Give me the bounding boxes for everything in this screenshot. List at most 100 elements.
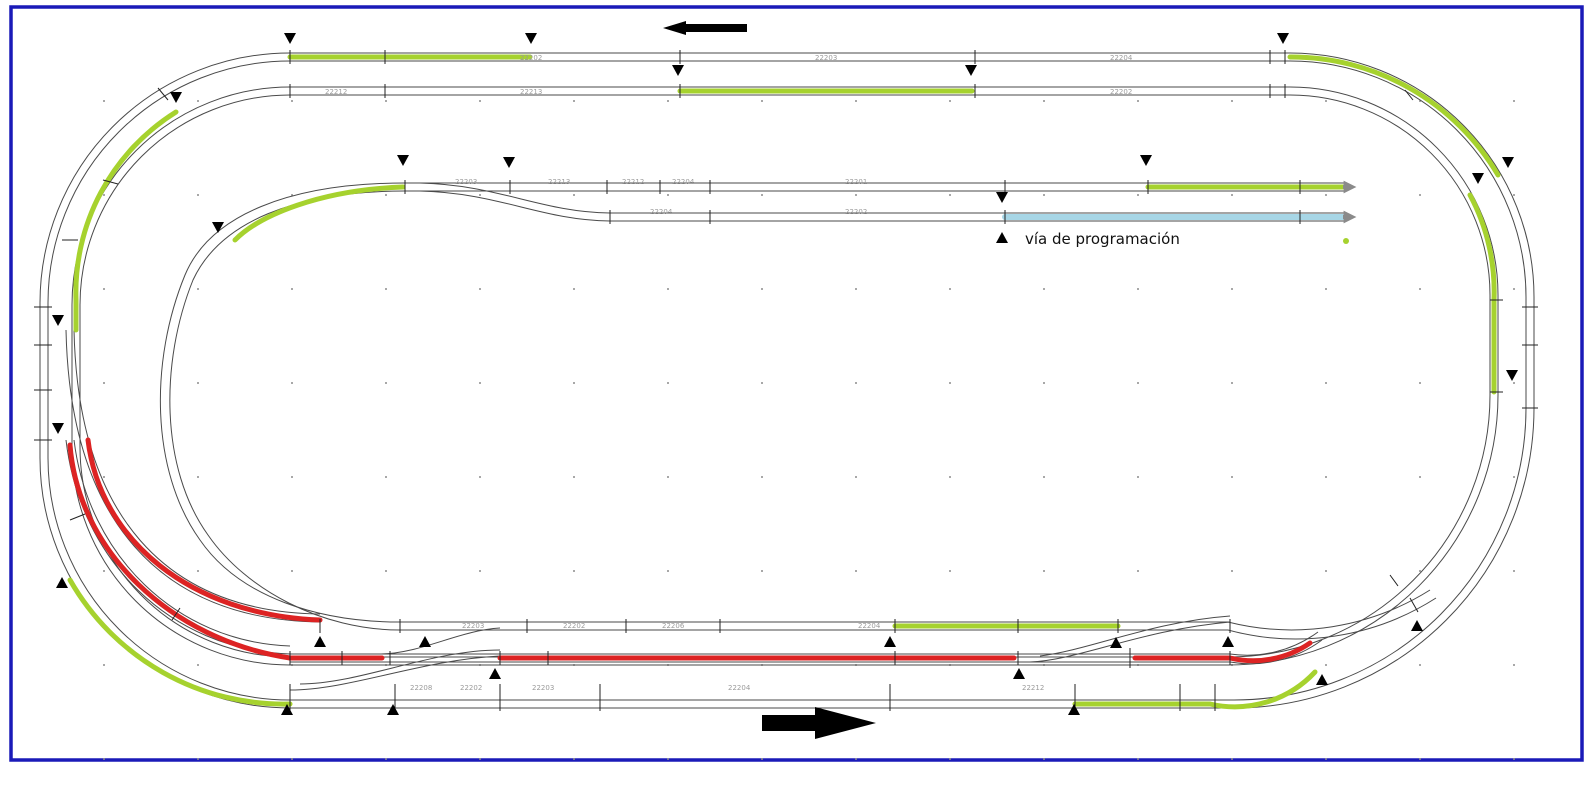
marker-down-triangle — [284, 33, 296, 44]
marker-up-triangle — [1068, 704, 1080, 715]
grid-dot — [1137, 194, 1139, 196]
grid-dot — [1325, 476, 1327, 478]
loop-3 — [1120, 589, 1431, 631]
grid-dot — [761, 758, 763, 760]
grid-dot — [949, 570, 951, 572]
grid-dot — [667, 570, 669, 572]
track-code-label: 22202 — [1110, 88, 1132, 96]
rail-joint — [1404, 89, 1414, 101]
grid-dot — [103, 664, 105, 666]
grid-dot — [385, 194, 387, 196]
outer-frame — [9, 5, 1584, 762]
track-code-label: 22203 — [815, 54, 837, 62]
grid-dot — [1325, 100, 1327, 102]
crossover-1 — [289, 655, 501, 691]
marker-down-triangle — [212, 222, 224, 233]
grid-dot — [1513, 194, 1515, 196]
grid-dot — [479, 382, 481, 384]
marker-down-triangle — [397, 155, 409, 166]
marker-down-triangle — [503, 157, 515, 168]
grid-dot — [855, 570, 857, 572]
grid-dot — [855, 194, 857, 196]
grid-dot — [667, 288, 669, 290]
grid-dot — [197, 570, 199, 572]
inner-loop-curve-b — [169, 190, 1120, 631]
marker-up-triangle — [489, 668, 501, 679]
grid-dot — [1043, 758, 1045, 760]
left-siding-curve-a-b — [73, 329, 321, 615]
grid-dot — [103, 288, 105, 290]
outer-loop-1-inner-rail — [47, 60, 1527, 701]
grid-dot — [291, 758, 293, 760]
grid-dot — [1419, 382, 1421, 384]
grid-dot — [1513, 288, 1515, 290]
grid-dot — [1325, 382, 1327, 384]
grid-dot — [1231, 758, 1233, 760]
grid-dot — [761, 382, 763, 384]
grid-dot — [1513, 100, 1515, 102]
marker-up-triangle — [1316, 674, 1328, 685]
track-code-label: 22202 — [460, 684, 482, 692]
grid-dot — [949, 476, 951, 478]
programming-track-rail — [419, 182, 1345, 214]
marker-down-triangle — [1502, 157, 1514, 168]
marker-down-triangle — [170, 92, 182, 103]
marker-down-triangle — [1277, 33, 1289, 44]
green-left-upper — [73, 109, 179, 333]
marker-up-triangle — [387, 704, 399, 715]
grid-dot — [385, 382, 387, 384]
grid-dot — [1513, 382, 1515, 384]
grid-dot — [479, 570, 481, 572]
grid-dot — [855, 382, 857, 384]
track-code-label: 22203 — [532, 684, 554, 692]
track-code-label: 22212 — [1022, 684, 1044, 692]
grid-dot — [479, 100, 481, 102]
grid-dot — [1231, 288, 1233, 290]
grid-dot — [291, 382, 293, 384]
marker-down-triangle — [1506, 370, 1518, 381]
grid-dot — [1043, 100, 1045, 102]
track-code-label: 22202 — [845, 208, 867, 216]
grid-dot — [667, 194, 669, 196]
track-code-label: 22208 — [410, 684, 432, 692]
grid-dot — [1419, 288, 1421, 290]
grid-dot — [197, 194, 199, 196]
track-code-label: 22203 — [462, 622, 484, 630]
grid-dot — [1137, 288, 1139, 290]
marker-down-triangle — [1472, 173, 1484, 184]
grid-dot — [855, 288, 857, 290]
grid-dot — [385, 288, 387, 290]
marker-up-triangle — [56, 577, 68, 588]
grid-dot — [855, 100, 857, 102]
track-code-label: 22213 — [520, 88, 542, 96]
grid-dot — [197, 664, 199, 666]
grid-dot — [667, 100, 669, 102]
track-code-label: 22202 — [563, 622, 585, 630]
marker-down-triangle — [52, 315, 64, 326]
marker-up-triangle — [281, 704, 293, 715]
grid-dot — [385, 570, 387, 572]
grid-dot — [761, 476, 763, 478]
programming-track-rail-b — [419, 190, 1345, 222]
grid-dot — [573, 570, 575, 572]
grid-dot — [103, 382, 105, 384]
grid-dot — [1325, 194, 1327, 196]
red-left-curve-a — [67, 442, 293, 661]
grid-dot — [1137, 476, 1139, 478]
left-siding-curve-a — [65, 329, 321, 623]
marker-down-triangle — [965, 65, 977, 76]
track-end-arrows — [1343, 180, 1357, 224]
grid-dot — [197, 288, 199, 290]
grid-dot — [385, 758, 387, 760]
marker-up-triangle — [884, 636, 896, 647]
marker-down-triangle — [525, 33, 537, 44]
rail-joint — [1389, 574, 1399, 587]
grid-dot — [667, 476, 669, 478]
grid-dot — [1325, 758, 1327, 760]
grid-dot — [1231, 476, 1233, 478]
grid-dot — [761, 100, 763, 102]
grid-dot — [573, 288, 575, 290]
grid-dot — [197, 758, 199, 760]
grid-dot — [1137, 570, 1139, 572]
grid-dot — [1231, 194, 1233, 196]
